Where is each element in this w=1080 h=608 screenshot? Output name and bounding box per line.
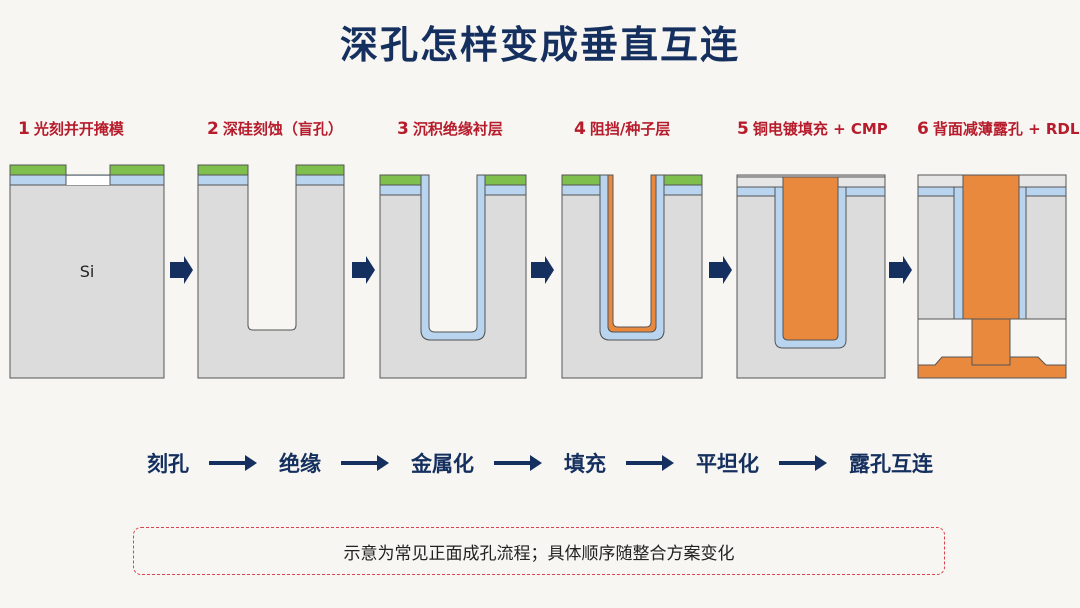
step-arrows bbox=[170, 256, 912, 284]
panel-6-reveal bbox=[917, 174, 1067, 379]
right-arrow-icon bbox=[339, 453, 393, 473]
flow-step: 刻孔 bbox=[147, 452, 189, 476]
si-label: Si bbox=[80, 262, 95, 281]
step-text: 光刻并开掩模 bbox=[33, 120, 124, 138]
mask-left bbox=[379, 174, 422, 186]
step-number: 5 bbox=[737, 119, 749, 139]
step-text: 背面减薄露孔 + RDL bbox=[932, 120, 1080, 138]
flow-step: 金属化 bbox=[411, 452, 474, 476]
step-number: 2 bbox=[207, 119, 219, 139]
oxide-left bbox=[9, 174, 67, 186]
silicon-substrate bbox=[197, 174, 345, 379]
copper-via bbox=[962, 174, 1020, 320]
right-arrow-icon bbox=[492, 453, 546, 473]
mask-right bbox=[484, 174, 527, 186]
silicon-substrate bbox=[379, 174, 527, 379]
oxide-left bbox=[379, 184, 422, 196]
flow-summary: 刻孔 绝缘 金属化 填充 平坦化 露孔互连 bbox=[0, 448, 1080, 478]
oxide-left bbox=[197, 174, 249, 186]
mask-left bbox=[197, 164, 249, 176]
oxide-left bbox=[561, 184, 601, 196]
flow-step: 填充 bbox=[564, 452, 606, 476]
arrow-icon bbox=[531, 256, 554, 284]
right-arrow-icon bbox=[624, 453, 678, 473]
panel-1-mask: Si bbox=[9, 164, 165, 379]
step-text: 沉积绝缘衬层 bbox=[412, 120, 503, 138]
flow-step: 平坦化 bbox=[696, 452, 759, 476]
silicon-substrate bbox=[9, 184, 165, 379]
flow-step: 露孔互连 bbox=[849, 452, 933, 476]
mask-right bbox=[109, 164, 165, 176]
arrow-icon bbox=[170, 256, 193, 284]
panel-3-liner bbox=[379, 174, 527, 379]
step-text: 深硅刻蚀（盲孔） bbox=[222, 120, 343, 138]
copper-pillar bbox=[971, 318, 1011, 368]
arrow-icon bbox=[709, 256, 732, 284]
right-arrow-icon bbox=[777, 453, 831, 473]
footnote-text: 示意为常见正面成孔流程；具体顺序随整合方案变化 bbox=[343, 543, 735, 564]
mask-left bbox=[9, 164, 67, 176]
arrow-icon bbox=[352, 256, 375, 284]
oxide-right bbox=[295, 174, 345, 186]
mask-right bbox=[663, 174, 703, 186]
panel-4-seed bbox=[561, 174, 703, 379]
panel-5-fill bbox=[736, 174, 886, 379]
mask-left bbox=[561, 174, 601, 186]
copper-fill bbox=[782, 176, 839, 341]
seed-layer bbox=[607, 174, 657, 333]
silicon-substrate bbox=[561, 174, 703, 379]
step-text: 阻挡/种子层 bbox=[589, 120, 671, 138]
page-title: 深孔怎样变成垂直互连 bbox=[339, 23, 740, 67]
flow-step: 绝缘 bbox=[279, 452, 321, 476]
mask-opening bbox=[66, 176, 110, 185]
mask-right bbox=[295, 164, 345, 176]
oxide-right bbox=[663, 184, 703, 196]
footnote-box: 示意为常见正面成孔流程；具体顺序随整合方案变化 bbox=[133, 527, 945, 575]
step-number: 6 bbox=[917, 119, 929, 139]
right-arrow-icon bbox=[207, 453, 261, 473]
oxide-right bbox=[109, 174, 165, 186]
oxide-right bbox=[484, 184, 527, 196]
step-number: 4 bbox=[574, 119, 586, 139]
liner bbox=[420, 174, 486, 341]
step-number: 3 bbox=[397, 119, 409, 139]
arrow-icon bbox=[889, 256, 912, 284]
panel-2-etch bbox=[197, 164, 345, 379]
step-number: 1 bbox=[18, 119, 30, 139]
step-text: 铜电镀填充 + CMP bbox=[752, 120, 888, 138]
